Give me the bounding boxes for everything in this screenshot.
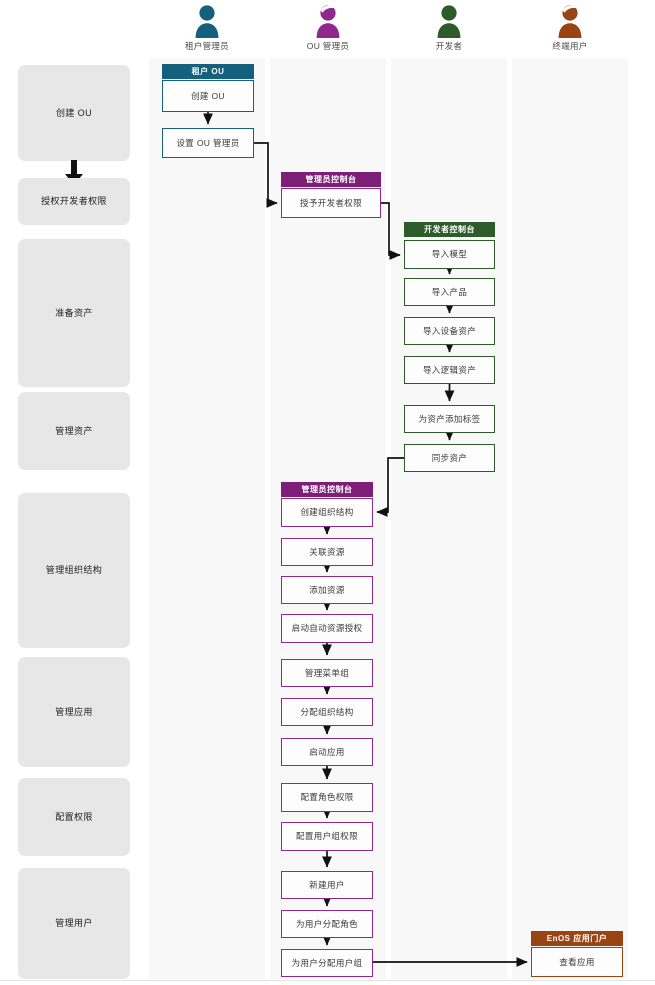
phase-label: 创建 OU	[55, 107, 92, 118]
node-view-application[interactable]: 查看应用	[531, 947, 623, 977]
node-import-product[interactable]: 导入产品	[404, 278, 495, 306]
node-label: 创建 OU	[191, 90, 225, 101]
group-header-tenant-ou: 租户 OU	[162, 64, 254, 79]
group-header-admin-console-2: 管理员控制台	[281, 482, 373, 497]
lane-role-label: 开发者	[435, 41, 463, 51]
phase-prepare-assets: 准备资产	[18, 239, 130, 387]
node-sync-asset[interactable]: 同步资产	[404, 444, 495, 472]
phase-label: 准备资产	[55, 307, 93, 318]
node-manage-menu-group[interactable]: 管理菜单组	[281, 659, 373, 687]
lane-role-label: OU 管理员	[306, 41, 350, 51]
lane-header-tenant-admin: 租户管理员	[149, 0, 265, 56]
phase-config-permission: 配置权限	[18, 778, 130, 856]
node-create-user[interactable]: 新建用户	[281, 871, 373, 899]
phase-label: 配置权限	[55, 811, 93, 822]
lane-role-label: 租户管理员	[184, 41, 229, 51]
node-import-logical-asset[interactable]: 导入逻辑资产	[404, 356, 495, 384]
phase-label: 授权开发者权限	[41, 196, 107, 207]
node-label: 导入产品	[431, 286, 468, 297]
person-with-hair-icon-ou-admin	[316, 5, 340, 38]
lane-header-developer: 开发者	[391, 0, 507, 56]
phase-manage-apps: 管理应用	[18, 657, 130, 767]
footer-divider	[0, 980, 655, 981]
lane-header-end-user: 终端用户	[512, 0, 628, 56]
node-label: 启动应用	[309, 746, 345, 757]
lane-background-end-user	[512, 58, 628, 979]
group-header-label: 管理员控制台	[305, 175, 357, 184]
node-start-application[interactable]: 启动应用	[281, 738, 373, 766]
node-label: 导入逻辑资产	[422, 364, 477, 375]
node-label: 为用户分配用户组	[291, 957, 363, 968]
node-label: 配置用户组权限	[296, 831, 358, 842]
node-label: 启动自动资源授权	[291, 623, 363, 634]
group-header-enos-portal: EnOS 应用门户	[531, 931, 623, 946]
node-label: 为用户分配角色	[296, 918, 358, 929]
group-header-admin-console-1: 管理员控制台	[281, 172, 381, 187]
person-icon-tenant-admin	[195, 5, 219, 38]
node-label: 添加资源	[309, 584, 345, 595]
node-assign-user-role[interactable]: 为用户分配角色	[281, 910, 373, 938]
node-link-resource[interactable]: 关联资源	[281, 538, 373, 566]
lane-background-developer	[391, 58, 507, 979]
person-with-hair-icon-end-user	[558, 5, 582, 38]
person-icon-developer	[437, 5, 461, 38]
node-label: 设置 OU 管理员	[176, 137, 240, 148]
node-config-role-permission[interactable]: 配置角色权限	[281, 783, 373, 812]
lane-header-ou-admin: OU 管理员	[270, 0, 386, 56]
group-header-developer-console: 开发者控制台	[404, 222, 495, 237]
node-label: 创建组织结构	[300, 507, 354, 518]
node-set-ou-admin[interactable]: 设置 OU 管理员	[162, 128, 254, 158]
node-label: 配置角色权限	[300, 792, 354, 803]
group-header-label: 开发者控制台	[424, 225, 475, 234]
phase-create-ou: 创建 OU	[18, 65, 130, 161]
node-add-asset-tag[interactable]: 为资产添加标签	[404, 405, 495, 433]
node-label: 导入模型	[431, 249, 468, 260]
node-assign-user-group[interactable]: 为用户分配用户组	[281, 949, 373, 977]
node-create-org-structure[interactable]: 创建组织结构	[281, 498, 373, 527]
group-header-label: EnOS 应用门户	[546, 934, 608, 943]
group-header-label: 租户 OU	[191, 67, 225, 76]
node-start-auto-resource-auth[interactable]: 启动自动资源授权	[281, 614, 373, 643]
node-label: 导入设备资产	[422, 325, 477, 336]
phase-manage-assets: 管理资产	[18, 392, 130, 470]
phase-manage-users: 管理用户	[18, 868, 130, 979]
node-label: 新建用户	[309, 879, 345, 890]
lane-role-label: 终端用户	[552, 41, 588, 51]
phase-grant-developer: 授权开发者权限	[18, 178, 130, 225]
node-create-ou[interactable]: 创建 OU	[162, 80, 254, 112]
node-add-resource[interactable]: 添加资源	[281, 576, 373, 604]
node-label: 授予开发者权限	[300, 197, 362, 208]
phase-label: 管理组织结构	[45, 565, 103, 576]
phase-label: 管理应用	[55, 706, 93, 717]
node-label: 为资产添加标签	[418, 413, 481, 424]
node-import-device-asset[interactable]: 导入设备资产	[404, 317, 495, 345]
node-label: 关联资源	[309, 546, 345, 557]
phase-label: 管理用户	[55, 918, 93, 929]
phase-manage-org: 管理组织结构	[18, 493, 130, 648]
node-label: 分配组织结构	[300, 706, 354, 717]
node-label: 查看应用	[559, 956, 595, 967]
node-assign-org-structure[interactable]: 分配组织结构	[281, 698, 373, 726]
phase-label: 管理资产	[55, 425, 93, 436]
node-grant-developer-permission[interactable]: 授予开发者权限	[281, 188, 381, 218]
node-label: 同步资产	[431, 452, 468, 463]
lane-background-tenant-admin	[149, 58, 265, 979]
group-header-label: 管理员控制台	[301, 485, 353, 494]
node-config-user-group-permission[interactable]: 配置用户组权限	[281, 822, 373, 851]
node-import-model[interactable]: 导入模型	[404, 240, 495, 269]
node-label: 管理菜单组	[304, 667, 350, 678]
